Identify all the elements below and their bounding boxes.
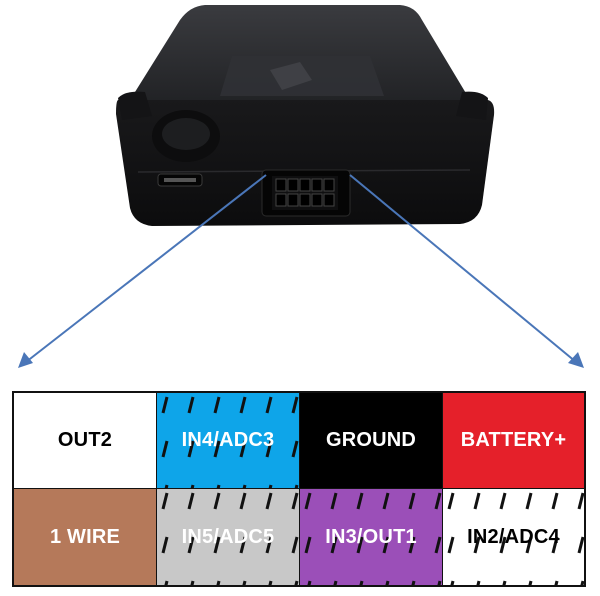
pin-label: 1 WIRE — [49, 525, 121, 548]
arrow-left — [25, 174, 267, 363]
pin-cell: IN4/ADC3 — [157, 393, 300, 489]
device-photo — [18, 5, 584, 368]
10-pin-connector-icon — [261, 169, 351, 217]
pin-label: BATTERY+ — [460, 429, 567, 451]
pin-label: GROUND — [325, 429, 417, 451]
pin-label: IN3/OUT1 — [325, 525, 417, 548]
pin-cell: IN2/ADC4 — [443, 489, 584, 585]
stripe-pattern — [157, 489, 299, 585]
pin-cell: GROUND — [300, 393, 443, 489]
arrow-right — [349, 174, 577, 363]
usb-port-icon — [157, 173, 203, 187]
pin-cell: BATTERY+ — [443, 393, 584, 489]
pin-color-grid: OUT2 IN4/ADC3 GROUND BATTERY+ 1 WIRE IN5/ADC5… — [12, 391, 586, 587]
arrow-left-head — [18, 352, 33, 368]
pin-cell: IN3/OUT1 — [300, 489, 443, 585]
stripe-pattern — [157, 393, 299, 488]
stripe-pattern — [443, 489, 584, 585]
pin-label: IN2/ADC4 — [467, 525, 560, 548]
pin-cell: OUT2 — [14, 393, 157, 489]
arrow-right-head — [568, 352, 584, 368]
gps-tracker-device-icon — [116, 5, 495, 226]
stripe-pattern — [300, 489, 442, 585]
pin-arrows — [18, 174, 584, 368]
pin-label: IN5/ADC5 — [181, 525, 275, 548]
pin-label: OUT2 — [57, 429, 113, 451]
pin-cell: 1 WIRE — [14, 489, 157, 585]
pin-label: IN4/ADC3 — [181, 429, 275, 451]
pin-cell: IN5/ADC5 — [157, 489, 300, 585]
